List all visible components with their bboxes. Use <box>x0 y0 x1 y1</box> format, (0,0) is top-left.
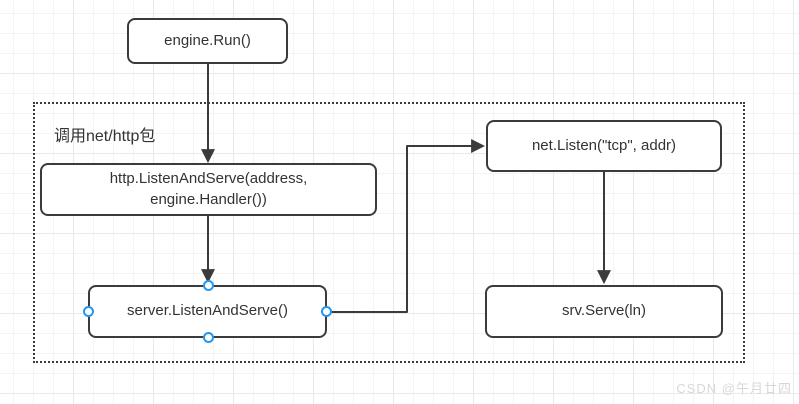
node-net-listen-label: net.Listen("tcp", addr) <box>531 136 677 154</box>
selection-handle-bottom[interactable] <box>203 332 214 343</box>
selection-handle-right[interactable] <box>321 306 332 317</box>
node-http-listen-and-serve[interactable]: http.ListenAndServe(address, engine.Hand… <box>40 163 377 216</box>
node-http-listen-and-serve-label: http.ListenAndServe(address, engine.Hand… <box>109 170 308 208</box>
csdn-watermark: CSDN @午月廿四 <box>676 381 792 396</box>
node-engine-run[interactable]: engine.Run() <box>127 18 288 64</box>
node-server-listen-and-serve-label: server.ListenAndServe() <box>127 302 288 320</box>
node-net-listen[interactable]: net.Listen("tcp", addr) <box>486 120 722 172</box>
node-engine-run-label: engine.Run() <box>164 31 251 49</box>
net-http-group-container[interactable]: 调用net/http包 <box>33 102 745 363</box>
selection-handle-left[interactable] <box>83 306 94 317</box>
node-srv-serve-label: srv.Serve(ln) <box>562 302 646 320</box>
group-label: 调用net/http包 <box>54 128 156 145</box>
node-srv-serve[interactable]: srv.Serve(ln) <box>485 285 723 338</box>
selection-handle-top[interactable] <box>203 280 214 291</box>
node-server-listen-and-serve[interactable]: server.ListenAndServe() <box>88 285 327 338</box>
